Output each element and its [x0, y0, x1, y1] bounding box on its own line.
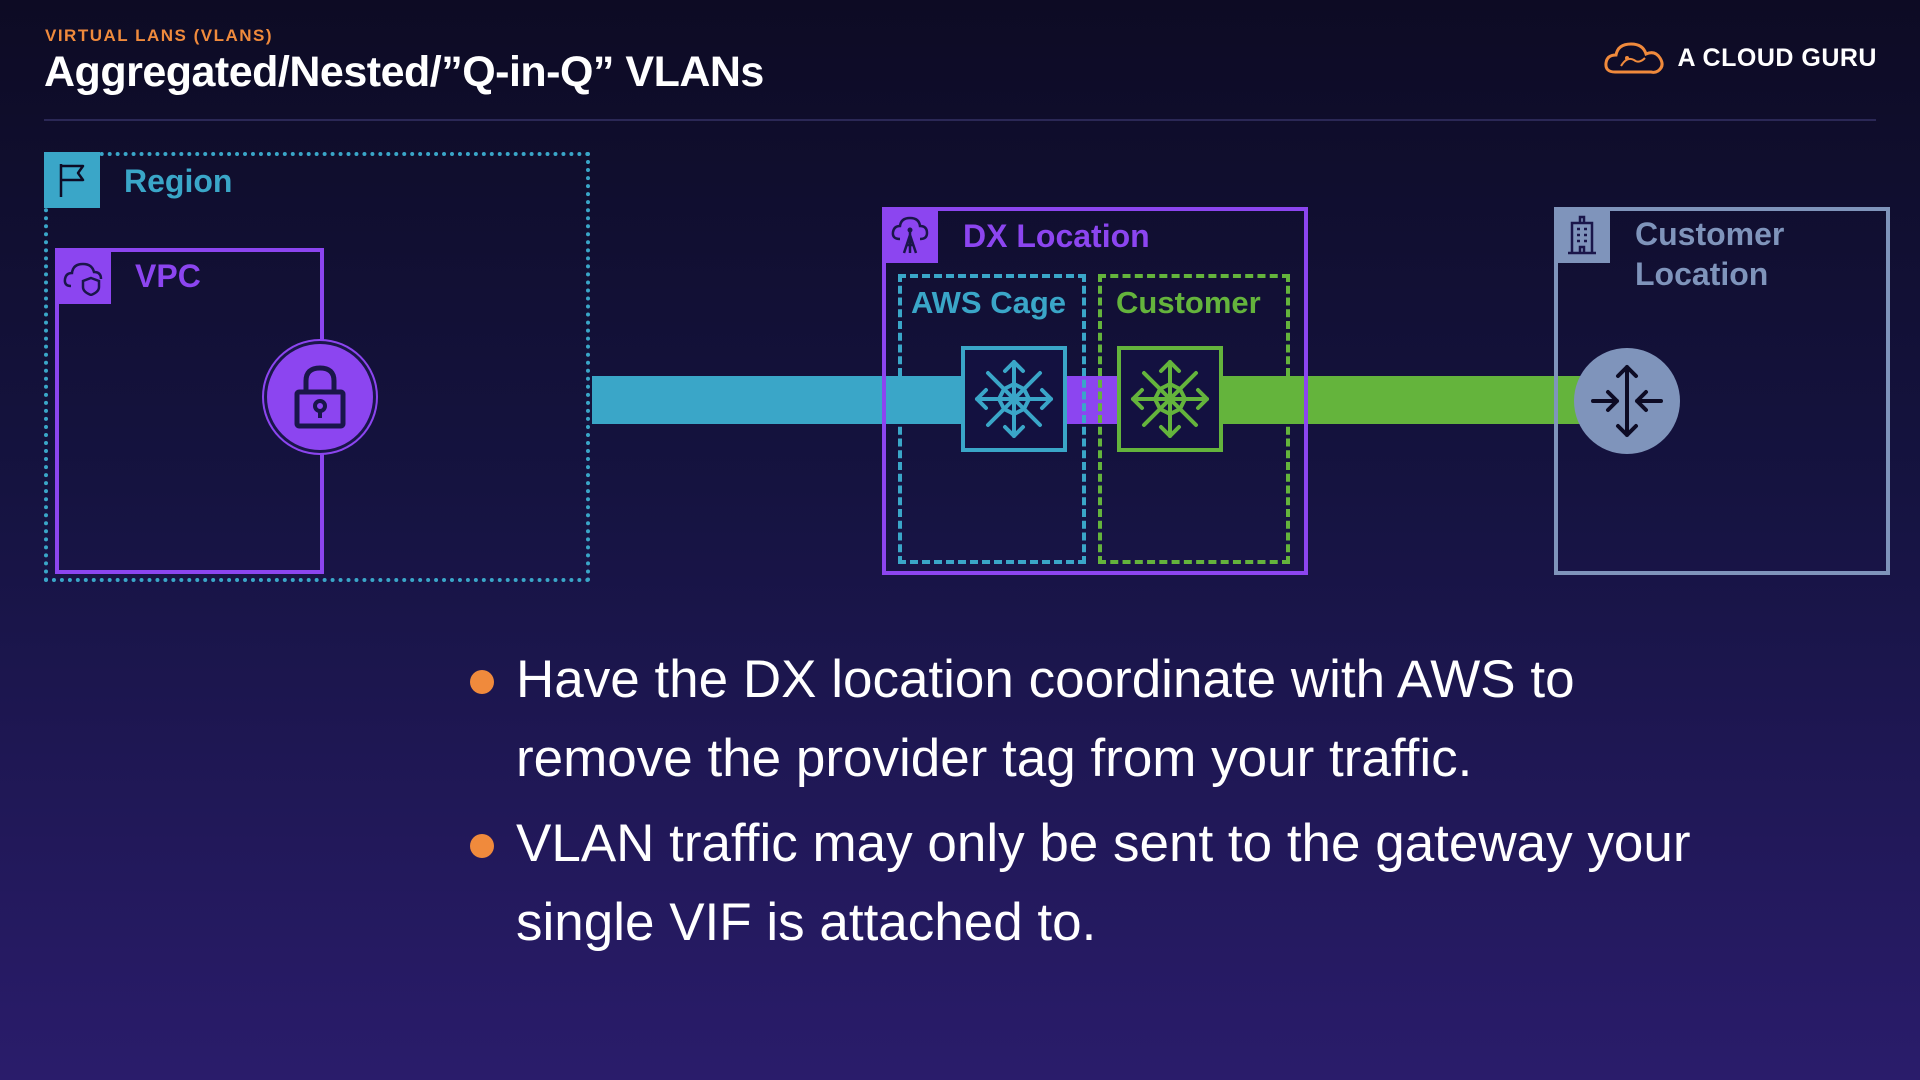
bullet-text: Have the DX location coordinate with AWS…: [516, 650, 1575, 788]
customer-router-icon: [1117, 346, 1223, 452]
bullet-item: Have the DX location coordinate with AWS…: [470, 640, 1760, 798]
customer-cage-label: Customer: [1116, 285, 1261, 320]
customer-location-boundary: [1554, 207, 1890, 575]
aws-router-icon: [961, 346, 1067, 452]
header-divider: [44, 119, 1876, 121]
cloud-tower-icon: [882, 207, 938, 263]
region-label: Region: [124, 163, 233, 199]
aws-cage-label: AWS Cage: [911, 285, 1067, 320]
padlock-icon: [267, 344, 373, 450]
bullet-list: Have the DX location coordinate with AWS…: [470, 640, 1760, 968]
dx-location-boundary: [882, 207, 1308, 575]
cloud-shield-icon: [55, 248, 111, 304]
bullet-dot: [470, 834, 494, 858]
flag-icon: [44, 152, 100, 208]
section-eyebrow: VIRTUAL LANS (VLANS): [45, 26, 274, 45]
slide-title: Aggregated/Nested/”Q-in-Q” VLANs: [44, 48, 764, 96]
aws-connection-link: [592, 376, 968, 424]
cross-connect-link: [1062, 376, 1120, 424]
customer-cage-boundary: [1098, 274, 1290, 564]
vpc-label: VPC: [135, 258, 201, 294]
building-icon: [1554, 207, 1610, 263]
customer-location-label: Customer Location: [1635, 216, 1785, 292]
customer-connection-link: [1222, 376, 1584, 424]
customer-gateway-icon: [1574, 348, 1680, 454]
brand-name: A CLOUD GURU: [1677, 43, 1877, 72]
bullet-text: VLAN traffic may only be sent to the gat…: [516, 814, 1691, 952]
dx-location-label: DX Location: [963, 218, 1150, 254]
bullet-dot: [470, 670, 494, 694]
aws-cage-boundary: [898, 274, 1086, 564]
bullet-item: VLAN traffic may only be sent to the gat…: [470, 804, 1760, 962]
cloud-logo-icon: [1604, 42, 1665, 74]
brand-logo: A CLOUD GURU: [1603, 38, 1877, 78]
region-boundary: [44, 152, 590, 582]
